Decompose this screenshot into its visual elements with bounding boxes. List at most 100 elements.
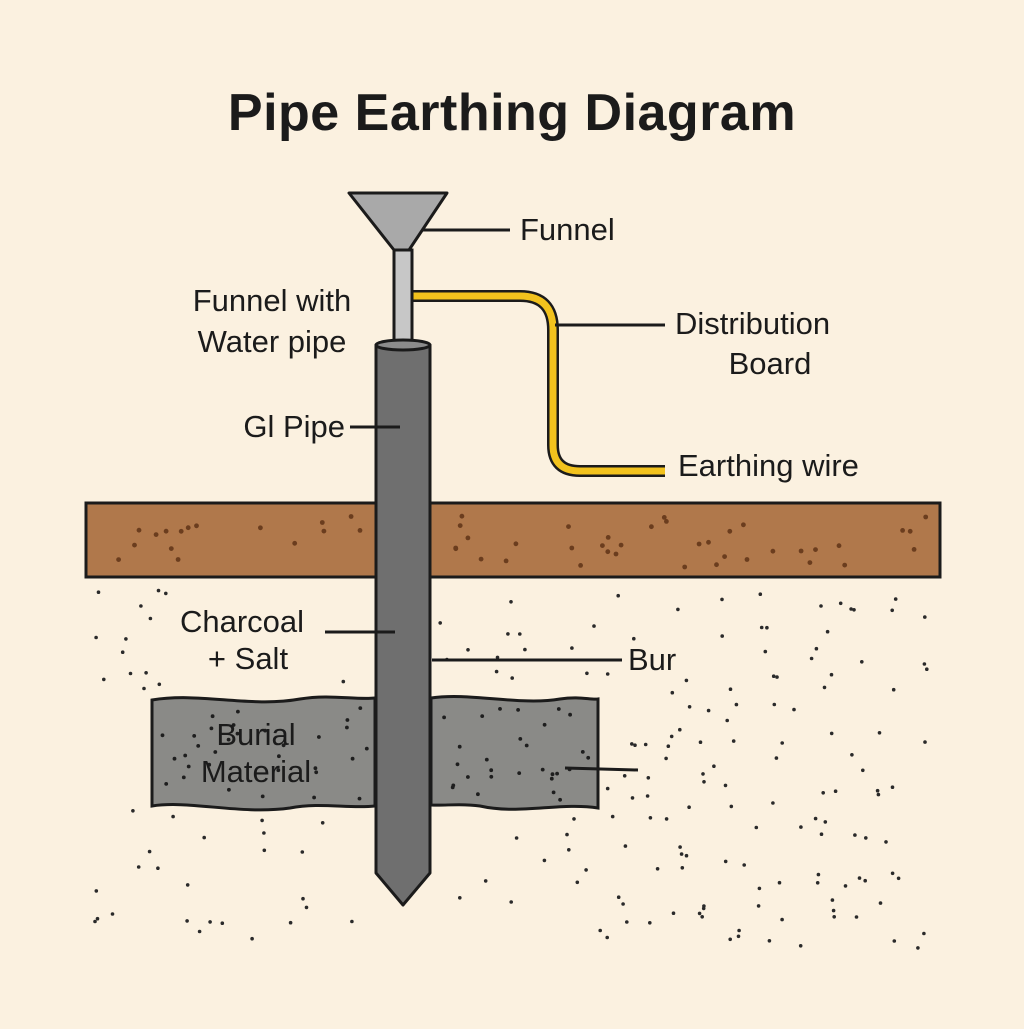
texture-dot <box>701 772 705 776</box>
texture-dot <box>484 757 489 762</box>
texture-dot <box>600 543 605 548</box>
texture-dot <box>142 686 146 691</box>
texture-dot <box>348 514 354 519</box>
texture-dot <box>466 775 470 779</box>
texture-dot <box>605 935 609 940</box>
texture-dot <box>684 678 689 683</box>
texture-dot <box>489 774 494 779</box>
burial-material-layer <box>150 694 600 812</box>
texture-dot <box>833 789 838 793</box>
texture-dot <box>495 655 500 660</box>
texture-dot <box>891 687 896 692</box>
texture-dot <box>774 756 779 760</box>
texture-dot <box>498 707 502 711</box>
texture-dot <box>148 616 153 621</box>
texture-dot <box>875 788 880 793</box>
leader-lines <box>325 228 665 772</box>
texture-dot <box>682 564 688 570</box>
texture-dot <box>777 880 782 885</box>
texture-dot <box>630 796 635 800</box>
texture-dot <box>565 832 569 837</box>
texture-dot <box>558 797 562 802</box>
label-charcoal-salt-line2: + Salt <box>208 641 289 676</box>
water-pipe <box>392 248 414 348</box>
texture-dot <box>655 867 660 871</box>
texture-dot <box>509 900 513 904</box>
texture-dot <box>687 705 692 709</box>
texture-dot <box>555 771 559 776</box>
texture-dot <box>453 545 459 551</box>
texture-dot <box>438 621 443 625</box>
texture-dot <box>345 725 349 730</box>
texture-dot <box>843 884 848 888</box>
label-funnel: Funnel <box>520 212 615 247</box>
texture-dot <box>457 523 463 528</box>
texture-dot <box>864 836 868 840</box>
gi-pipe-body <box>374 343 432 907</box>
texture-dot <box>156 866 160 870</box>
texture-dot <box>276 768 281 773</box>
texture-dot <box>622 774 627 778</box>
texture-dot <box>736 934 741 939</box>
texture-dot <box>494 669 499 674</box>
texture-dot <box>503 558 509 564</box>
texture-dot <box>676 607 680 612</box>
texture-dot <box>156 588 161 593</box>
texture-dot <box>896 876 901 881</box>
texture-dot <box>723 859 728 864</box>
texture-dot <box>923 615 927 619</box>
texture-dot <box>210 714 215 719</box>
texture-dot <box>194 523 199 529</box>
texture-dot <box>509 600 513 604</box>
texture-dot <box>163 528 169 534</box>
texture-dot <box>625 920 629 924</box>
texture-dot <box>556 707 561 711</box>
texture-dot <box>664 756 668 761</box>
texture-dot <box>680 866 685 870</box>
texture-dot <box>807 560 813 565</box>
texture-dot <box>731 739 736 743</box>
texture-dot <box>838 601 843 606</box>
texture-dot <box>277 754 281 759</box>
texture-dot <box>586 755 591 760</box>
texture-dot <box>213 750 218 754</box>
texture-dot <box>178 528 184 534</box>
texture-dot <box>679 852 684 856</box>
texture-dot <box>144 671 148 675</box>
texture-dot <box>618 542 624 548</box>
texture-dot <box>830 898 835 902</box>
texture-dot <box>729 804 734 809</box>
texture-dot <box>648 816 653 820</box>
texture-dot <box>798 548 804 554</box>
texture-dot <box>345 718 350 722</box>
burial-material-leader <box>564 766 639 772</box>
texture-dot <box>580 750 585 754</box>
texture-dot <box>549 776 554 781</box>
label-funnel-water-pipe-line1: Funnel with <box>193 283 352 318</box>
texture-dot <box>172 756 177 761</box>
texture-dot <box>702 780 706 784</box>
texture-dot <box>457 744 462 749</box>
texture-dot <box>321 528 327 534</box>
texture-dot <box>350 919 354 924</box>
label-burial-material-line1: Burial <box>216 717 295 752</box>
texture-dot <box>292 540 298 546</box>
texture-dot <box>442 715 446 720</box>
texture-dot <box>168 546 174 551</box>
texture-dot <box>610 814 615 819</box>
texture-dot <box>364 746 369 751</box>
topsoil-texture <box>116 513 929 570</box>
texture-dot <box>922 662 927 666</box>
texture-dot <box>720 597 724 602</box>
texture-dot <box>763 649 768 654</box>
texture-dot <box>185 919 189 923</box>
texture-dot <box>263 728 267 733</box>
texture-dot <box>506 632 510 636</box>
texture-dot <box>466 648 470 652</box>
earthing-wire-core <box>412 292 665 475</box>
texture-dot <box>147 849 152 854</box>
texture-dot <box>861 768 865 773</box>
texture-dot <box>476 792 480 797</box>
texture-dot <box>649 524 654 530</box>
texture-dot <box>164 782 169 786</box>
